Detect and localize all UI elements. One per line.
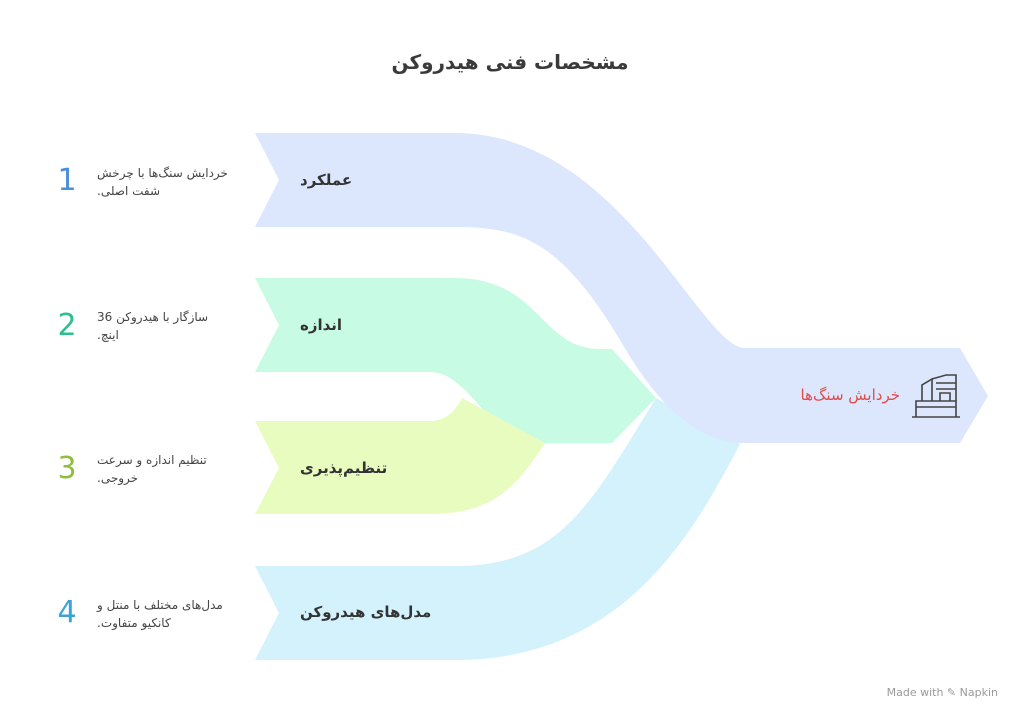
step-label-1: عملکرد [300,171,353,189]
watermark: Made with ✎ Napkin [886,686,998,699]
step-number-2: 2 [57,308,77,343]
band-size [255,278,656,443]
step-label-2: اندازه [300,316,343,334]
step-number-4: 4 [57,595,77,630]
step-description-1: خردایش سنگ‌ها با چرخش شفت اصلی. [97,166,228,198]
step-description-2: سازگار با هیدروکن 36 اینچ. [97,310,209,342]
diagram-title: مشخصات فنی هیدروکن [391,50,629,74]
band-adjustability [255,398,545,514]
target-label: خردایش سنگ‌ها [800,386,900,404]
step-number-3: 3 [57,451,77,486]
step-number-1: 1 [57,163,77,198]
step-label-4: مدل‌های هیدروکن [300,603,432,621]
machine-icon [912,374,960,418]
band-models [255,398,740,660]
step-description-3: تنظیم اندازه و سرعت خروجی. [97,453,207,485]
band-performance [255,133,988,443]
step-description-4: مدل‌های مختلف با منتل و کانکیو متفاوت. [97,598,223,630]
step-label-3: تنظیم‌پذیری [300,459,388,477]
